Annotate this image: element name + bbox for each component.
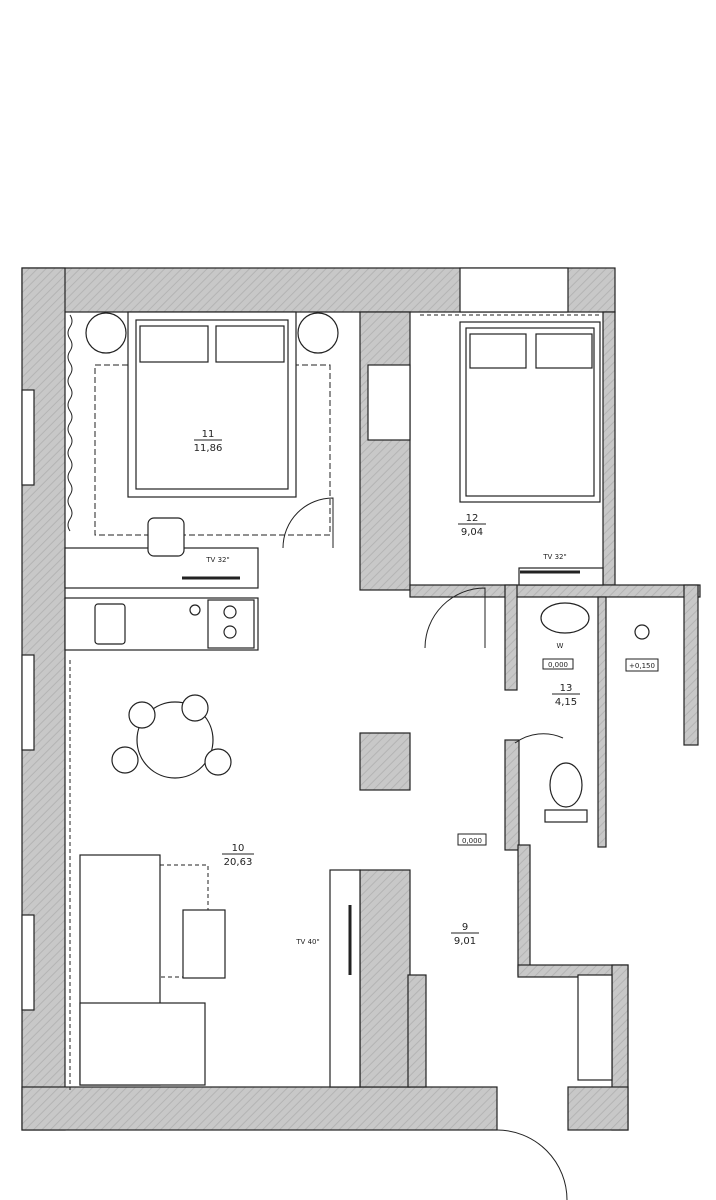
room-area: 20,63 — [224, 857, 253, 868]
chair — [128, 701, 156, 729]
room-number: 13 — [560, 683, 573, 694]
wall-bath-divider — [597, 596, 607, 848]
bedroom-11: 11 11,86 TV 32" — [64, 311, 339, 589]
wardrobe — [577, 974, 613, 1081]
room-number: 10 — [232, 843, 245, 854]
bathroom-13: W 0,000 +0,150 13 4,15 — [514, 602, 659, 823]
chair — [181, 694, 209, 722]
door — [424, 587, 486, 649]
pillow — [215, 325, 285, 363]
room-area: 4,15 — [555, 697, 577, 708]
wall-tv — [359, 869, 411, 1088]
nightstand-lamp — [85, 312, 127, 354]
shower-drain — [634, 624, 650, 640]
burner — [223, 625, 237, 639]
room-area: 9,04 — [461, 527, 483, 538]
chair — [147, 517, 185, 557]
nightstand-lamp — [297, 312, 339, 354]
wall-shower-right — [683, 584, 699, 746]
windows — [21, 267, 569, 1011]
tv-label: TV 32" — [205, 556, 229, 564]
wall-bedrooms-divider — [359, 311, 411, 591]
toilet-tank — [544, 809, 588, 823]
window — [21, 654, 35, 751]
level-mark — [625, 658, 659, 672]
washer-label: W — [557, 642, 564, 650]
door — [514, 733, 564, 744]
sofa-chaise — [79, 1002, 206, 1086]
closet — [367, 364, 411, 441]
entrance-door — [496, 1129, 568, 1200]
tv-label: TV 32" — [542, 553, 566, 561]
wall-right-bedroom — [602, 311, 616, 586]
living-room-10: 10 20,63 TV 40" — [79, 694, 361, 1088]
level-mark — [542, 658, 574, 670]
tv-label: TV 40" — [295, 938, 319, 946]
room-area: 9,01 — [454, 936, 476, 947]
level-mark — [457, 833, 487, 846]
pillow — [469, 333, 527, 369]
sink — [94, 603, 126, 645]
room-number: 12 — [466, 513, 479, 524]
wall-bath-left — [504, 584, 518, 691]
wall-hall-right — [517, 844, 531, 976]
kitchen — [64, 597, 259, 651]
room-number: 9 — [462, 922, 468, 933]
wall-bath-top — [409, 584, 701, 598]
window — [459, 267, 569, 313]
wall-wc-left — [504, 739, 520, 851]
column — [359, 732, 411, 791]
chair — [204, 748, 232, 776]
chair — [111, 746, 139, 774]
window — [21, 914, 35, 1011]
pillow — [535, 333, 593, 369]
coffee-table — [182, 909, 226, 979]
room-area: 11,86 — [194, 443, 223, 454]
level-bath: 0,000 — [548, 661, 568, 669]
curtain — [67, 314, 73, 532]
level-shower: +0,150 — [629, 662, 655, 670]
burner — [223, 605, 237, 619]
wall-stub — [407, 974, 427, 1088]
toilet — [549, 762, 583, 808]
washbasin — [540, 602, 590, 634]
hob-knob — [189, 604, 201, 616]
door — [282, 497, 334, 549]
wall-bottom — [21, 1086, 498, 1131]
wall-bottom-right — [567, 1086, 629, 1131]
hall-9: 0,000 9 9,01 — [451, 833, 613, 1200]
window — [21, 389, 35, 486]
bedroom-12: 12 9,04 TV 32" — [424, 321, 604, 649]
tv-cabinet — [329, 869, 361, 1088]
pillow — [139, 325, 209, 363]
level-hall: 0,000 — [462, 837, 482, 845]
room-number: 11 — [202, 429, 215, 440]
